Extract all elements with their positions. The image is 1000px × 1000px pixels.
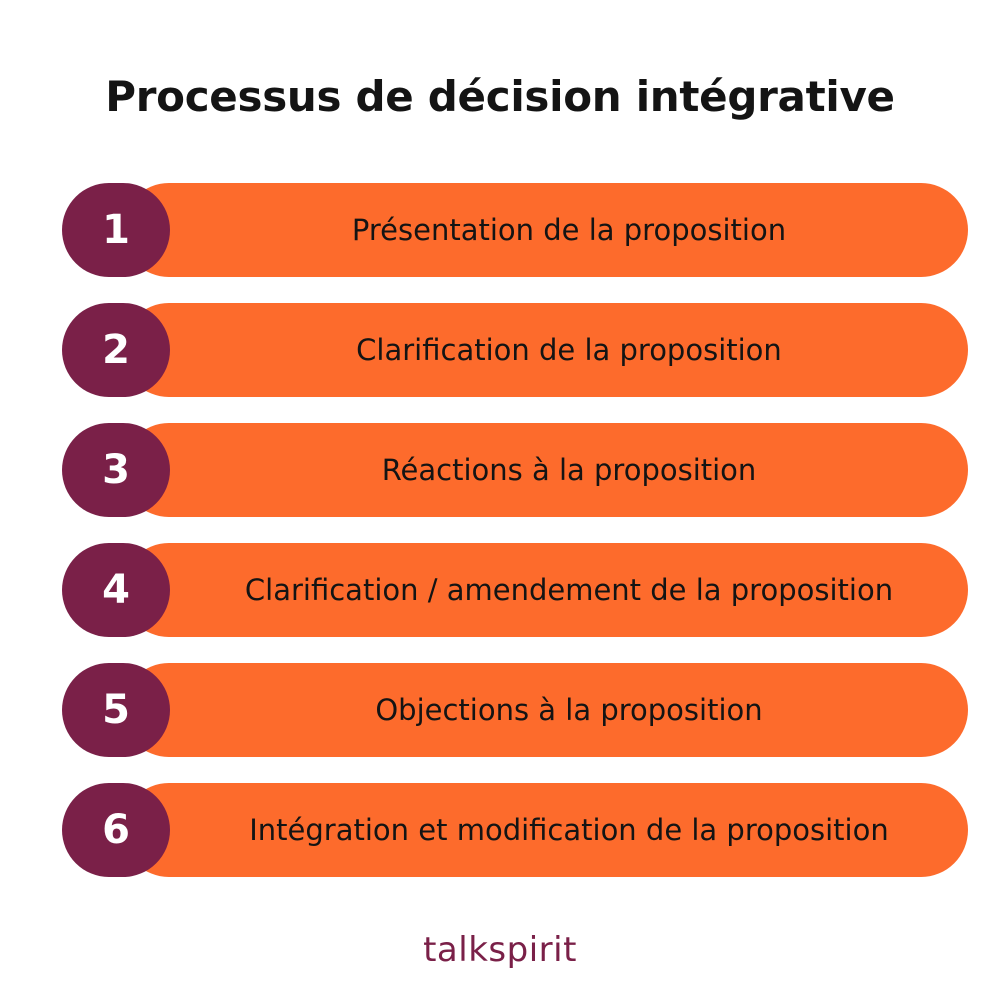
step-label: Clarification / amendement de la proposi… bbox=[244, 573, 894, 607]
step-pill bbox=[122, 423, 968, 517]
step-item: Réactions à la proposition 3 bbox=[62, 423, 968, 517]
step-label: Objections à la proposition bbox=[375, 693, 763, 727]
step-label: Réactions à la proposition bbox=[381, 453, 757, 487]
step-number-badge: 5 bbox=[62, 663, 170, 757]
step-pill bbox=[122, 543, 968, 637]
page-title: Processus de décision intégrative bbox=[105, 72, 895, 121]
steps-list: Présentation de la proposition 1 Clarifi… bbox=[62, 183, 968, 903]
step-label: Clarification de la proposition bbox=[356, 333, 782, 367]
step-pill bbox=[122, 303, 968, 397]
step-number-badge: 6 bbox=[62, 783, 170, 877]
step-label: Présentation de la proposition bbox=[351, 213, 787, 247]
step-item: Intégration et modification de la propos… bbox=[62, 783, 968, 877]
step-number-badge: 4 bbox=[62, 543, 170, 637]
step-item: Présentation de la proposition 1 bbox=[62, 183, 968, 277]
step-pill bbox=[122, 663, 968, 757]
step-pill bbox=[122, 783, 968, 877]
step-number-badge: 2 bbox=[62, 303, 170, 397]
step-number-badge: 3 bbox=[62, 423, 170, 517]
step-item: Objections à la proposition 5 bbox=[62, 663, 968, 757]
step-label: Intégration et modification de la propos… bbox=[249, 813, 889, 847]
step-item: Clarification / amendement de la proposi… bbox=[62, 543, 968, 637]
step-number-badge: 1 bbox=[62, 183, 170, 277]
talkspirit-logo: talkspirit bbox=[423, 930, 577, 970]
step-pill bbox=[122, 183, 968, 277]
step-item: Clarification de la proposition 2 bbox=[62, 303, 968, 397]
